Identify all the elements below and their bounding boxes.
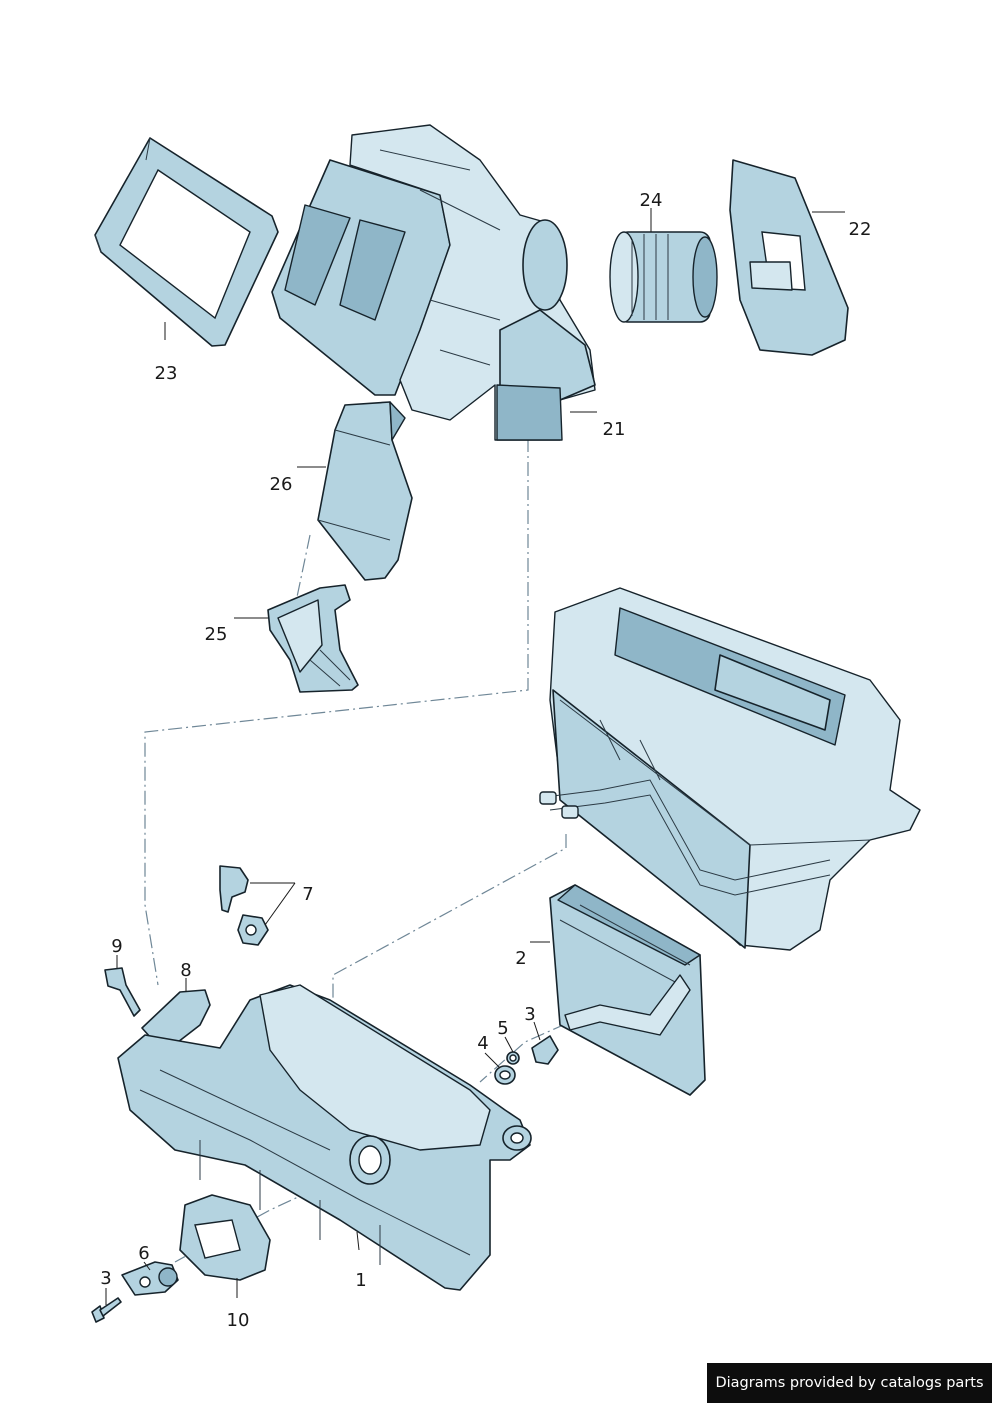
callout-1: 1 [355, 1270, 366, 1291]
callout-6: 6 [138, 1243, 149, 1264]
callout-3-upper: 3 [524, 1004, 535, 1025]
leader-lines [105, 208, 845, 1305]
callout-9: 9 [111, 936, 122, 957]
callout-2: 2 [515, 948, 526, 969]
part-5-o-ring [506, 1051, 520, 1065]
part-21-blower-housing [271, 124, 596, 441]
part-6-bracket [121, 1261, 179, 1296]
callout-5: 5 [497, 1018, 508, 1039]
part-2-evaporator [549, 884, 706, 1096]
part-1-main-housing [117, 984, 532, 1291]
part-7-sensors [219, 865, 269, 946]
part-23-gasket-frame [94, 137, 279, 347]
part-22-cover-plate [729, 159, 849, 356]
assembled-climate-unit [539, 587, 921, 951]
callout-8: 8 [180, 960, 191, 981]
callout-4: 4 [477, 1033, 488, 1054]
callout-26: 26 [270, 474, 293, 495]
part-3-screw [91, 1297, 122, 1323]
callout-labels: 23 24 22 21 26 25 7 9 2 8 3 5 4 6 1 3 10 [100, 190, 871, 1331]
callout-24: 24 [640, 190, 663, 211]
part-24-blower-motor [609, 231, 718, 323]
callout-10: 10 [227, 1310, 250, 1331]
part-9-connector [104, 967, 141, 1017]
callout-21: 21 [603, 419, 626, 440]
credit-banner: Diagrams provided by catalogs parts [707, 1363, 992, 1403]
part-25-filter-holder [267, 584, 359, 693]
assembly-guide-lines [144, 438, 589, 1263]
part-10-seal-flange [179, 1194, 271, 1281]
callout-23: 23 [155, 363, 178, 384]
part-4-o-ring [494, 1065, 516, 1085]
callout-3-lower: 3 [100, 1268, 111, 1289]
part-26-filter-element [317, 401, 413, 581]
part-3-clamp-upper [531, 1035, 559, 1065]
callout-7: 7 [302, 884, 313, 905]
callout-25: 25 [205, 624, 228, 645]
callout-22: 22 [849, 219, 872, 240]
